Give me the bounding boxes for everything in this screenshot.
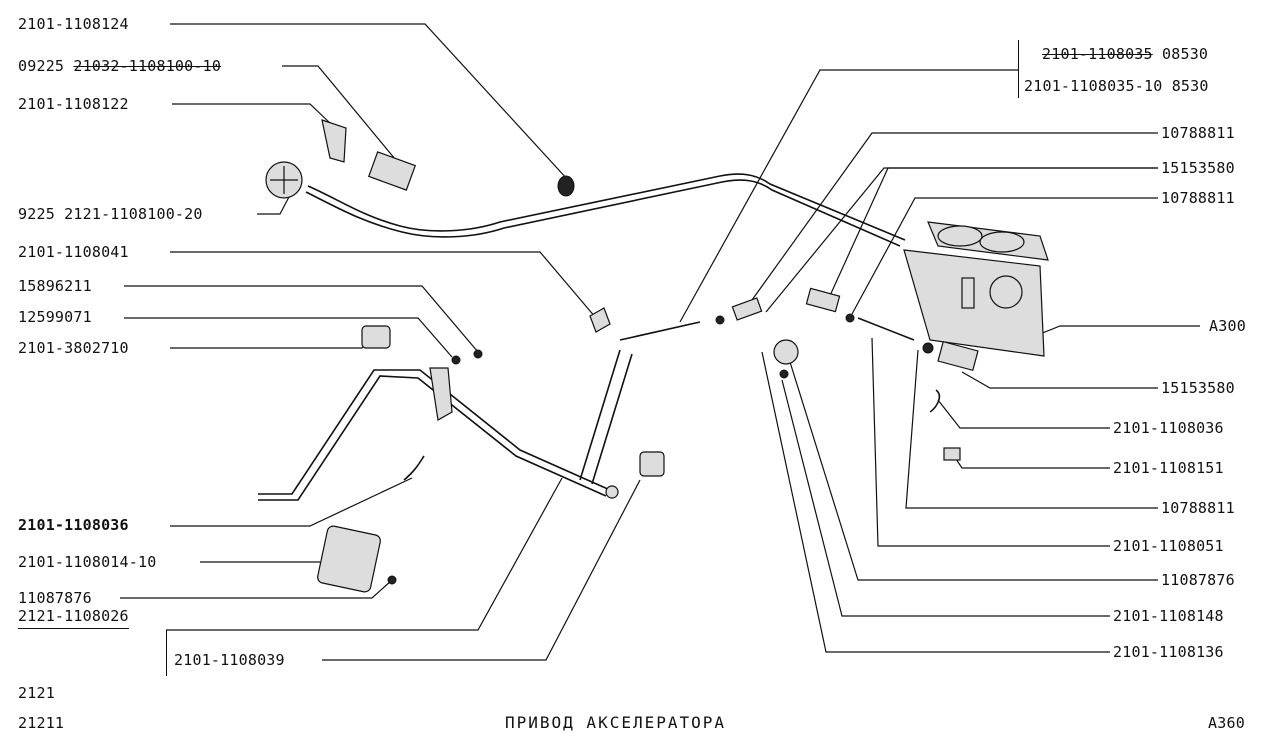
part-label: 2101-1108035-10 8530 [1024, 77, 1209, 95]
part-label: 2101-1108035 08530 [1042, 45, 1208, 63]
part-label: 2101-1108036 [1113, 419, 1224, 437]
part-label: 15896211 [18, 277, 92, 295]
part-label: 2101-1108136 [1113, 643, 1224, 661]
part-label: 2101-3802710 [18, 339, 129, 357]
pedal-lever [258, 349, 633, 593]
model-number: 2121 [18, 684, 55, 702]
label-bracket [166, 630, 167, 676]
part-label: 15153580 [1161, 379, 1235, 397]
part-label: 11087876 [18, 589, 92, 607]
part-label: 2101-1108124 [18, 15, 129, 33]
part-label: 2121-1108026 [18, 607, 129, 647]
part-label: 2101-1108041 [18, 243, 129, 261]
part-number-prefix: 09225 [18, 57, 74, 75]
small-parts [361, 175, 961, 585]
part-label: 2101-1108051 [1113, 537, 1224, 555]
page-title: ПРИВОД АКСЕЛЕРАТОРА [505, 713, 727, 732]
label-bracket [1018, 40, 1019, 98]
part-label: A300 [1209, 317, 1246, 335]
part-label: 2101-1108122 [18, 95, 129, 113]
model-number: 21211 [18, 714, 65, 732]
superseded-part-number: 21032-1108100-10 [73, 57, 222, 75]
part-label: 11087876 [1161, 571, 1235, 589]
sheet-code: A360 [1208, 714, 1245, 732]
part-label: 2101-1108039 [174, 651, 285, 669]
part-number-suffix: 08530 [1152, 45, 1209, 63]
part-label: 2101-1108014-10 [18, 553, 157, 571]
throttle-cable [265, 119, 906, 247]
part-label: 10788811 [1161, 499, 1235, 517]
part-label: 2101-1108151 [1113, 459, 1224, 477]
part-label: 2101-1108036 [18, 516, 129, 534]
carburetor [903, 221, 1049, 372]
part-label: 2101-1108148 [1113, 607, 1224, 625]
part-label: 10788811 [1161, 189, 1235, 207]
part-label: 12599071 [18, 308, 92, 326]
part-label: 15153580 [1161, 159, 1235, 177]
part-label: 9225 2121-1108100-20 [18, 205, 203, 223]
part-label: 09225 21032-1108100-10 [18, 57, 221, 75]
superseded-part-number: 2101-1108035 [1042, 45, 1153, 63]
part-number: 2121-1108026 [18, 607, 129, 625]
leader-lines [120, 23, 1200, 661]
part-label: 10788811 [1161, 124, 1235, 142]
